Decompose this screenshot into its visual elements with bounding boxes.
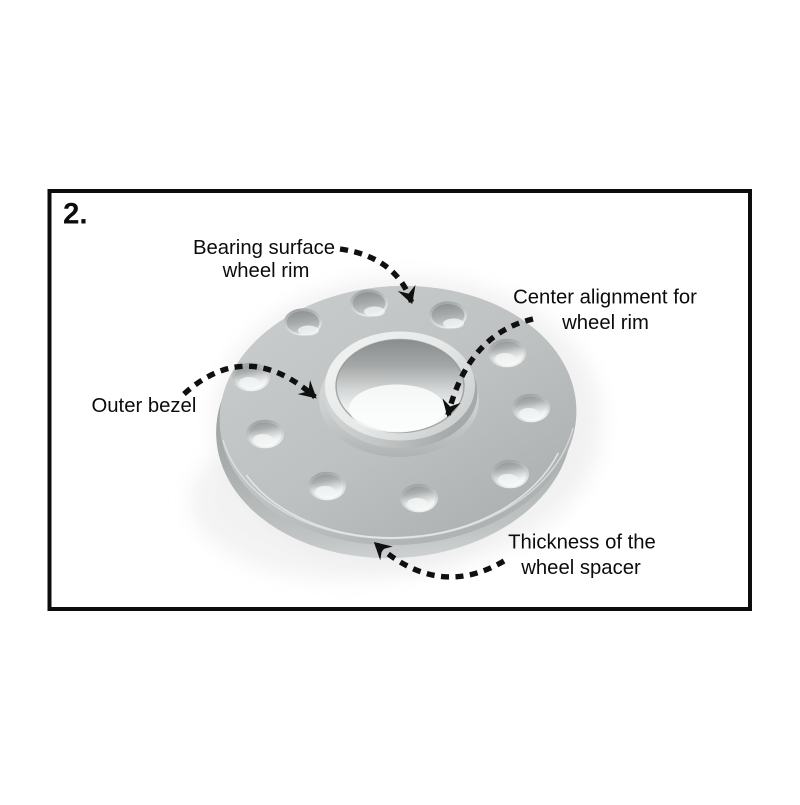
svg-text:wheel rim: wheel rim [222, 260, 310, 282]
svg-text:Bearing surface: Bearing surface [193, 237, 335, 259]
svg-text:2.: 2. [63, 198, 88, 231]
svg-text:Center alignment for: Center alignment for [513, 287, 697, 309]
svg-text:wheel rim: wheel rim [561, 312, 649, 334]
svg-text:Outer bezel: Outer bezel [92, 395, 197, 417]
svg-text:wheel spacer: wheel spacer [520, 557, 641, 579]
svg-text:Thickness of the: Thickness of the [508, 532, 656, 554]
